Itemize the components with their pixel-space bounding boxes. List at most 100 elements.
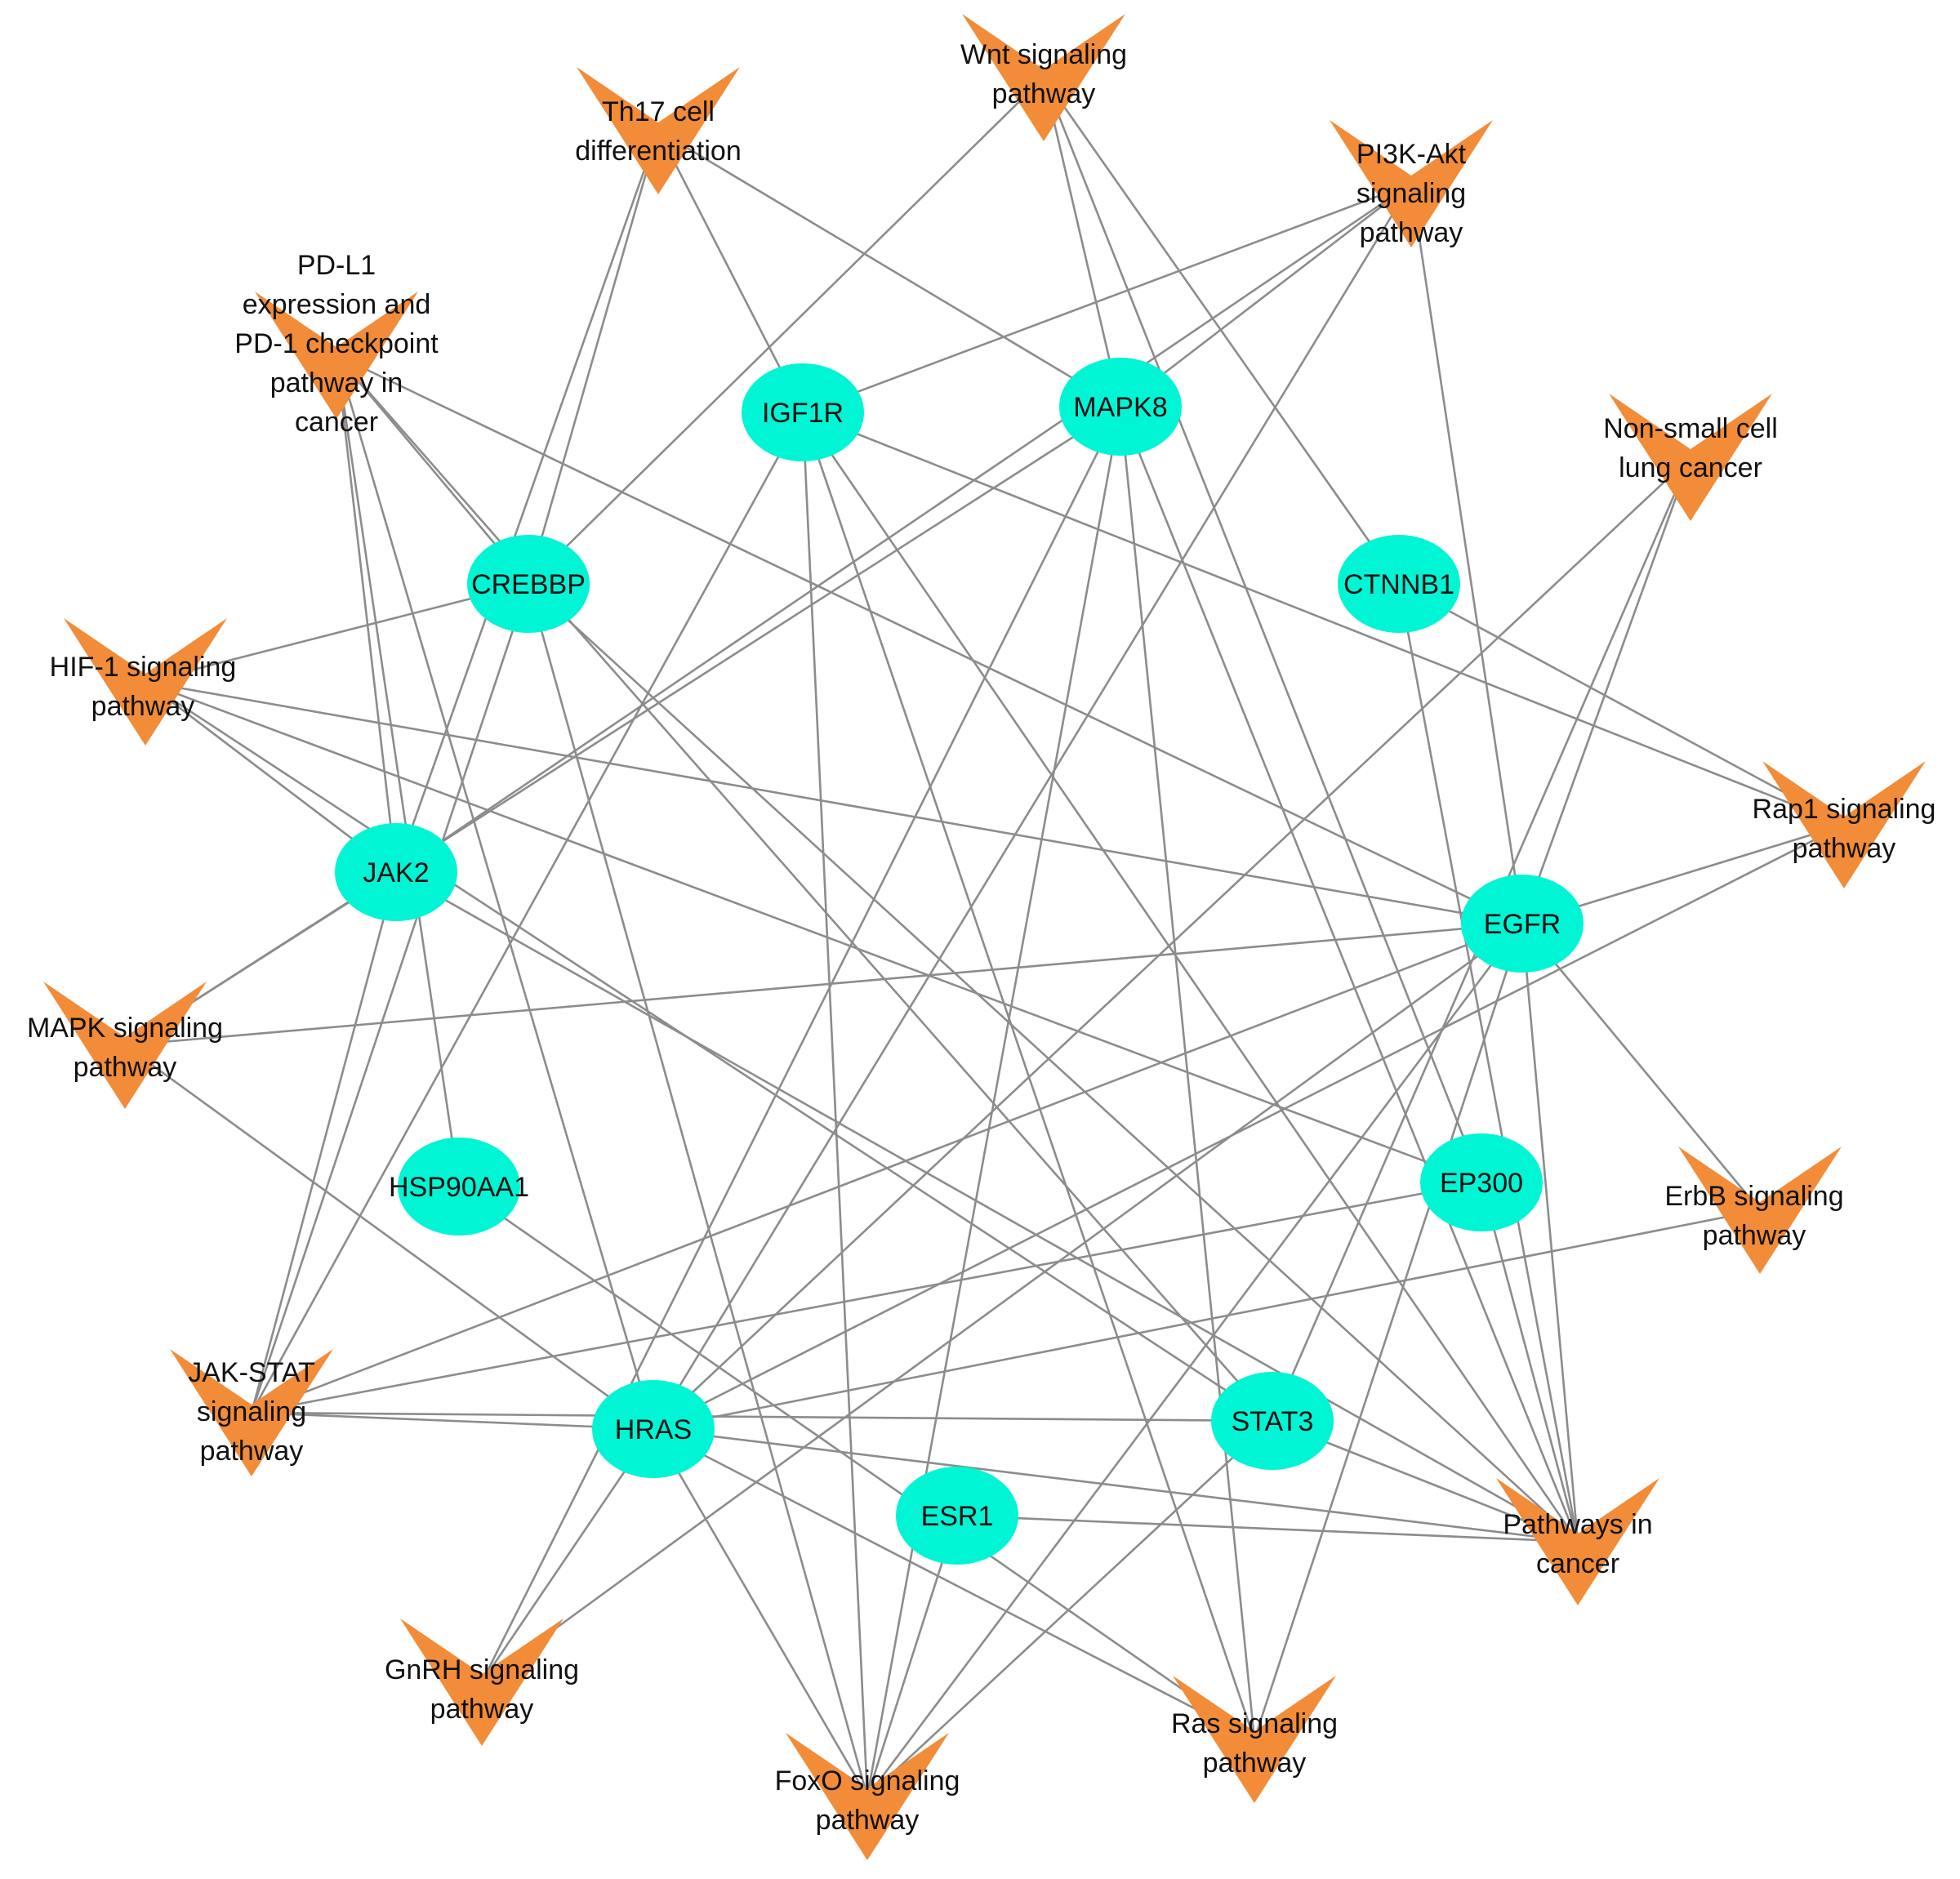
pathway-chevron-icon [43,982,207,1109]
edge-igf1r-pi3k [802,182,1412,414]
edge-ctnnb1-rap1 [1398,582,1845,826]
edge-ep300-hif1 [145,680,1482,1184]
gene-label: EP300 [1440,1168,1523,1199]
gene-ellipse [1338,535,1460,633]
edge-egfr-pi3k [1410,183,1524,924]
pathway-label: Pathways in [1503,1509,1652,1540]
gene-ellipse [742,363,864,461]
pathway-label: pathway [992,78,1096,109]
edge-jak2-cancer [395,870,1579,1543]
edge-crebbp-th17 [527,130,660,585]
nodes-layer: Wnt signaling pathway Th17 celldifferentia… [27,14,1936,1860]
edge-egfr-mapk [124,922,1523,1047]
gene-node-ep300[interactable]: EP300 [1420,1133,1543,1231]
gene-label: CTNNB1 [1343,569,1454,600]
gene-node-crebbp[interactable]: CREBBP [467,535,590,633]
pathway-label: PD-1 checkpoint [234,328,439,359]
edge-egfr-pdl1 [336,354,1523,925]
gene-node-hras[interactable]: HRAS [592,1380,715,1478]
gene-ellipse [467,535,590,633]
edge-mapk8-th17 [657,129,1121,408]
gene-label: IGF1R [762,398,844,429]
edge-mapk8-pi3k [1120,182,1412,408]
pathway-label: ErbB signaling [1664,1181,1843,1212]
edge-jak2-th17 [394,130,660,873]
gene-node-ctnnb1[interactable]: CTNNB1 [1338,535,1460,633]
pathway-label: JAK-STAT [188,1357,315,1388]
gene-node-esr1[interactable]: ESR1 [896,1467,1018,1565]
edge-igf1r-rap1 [802,411,1845,826]
gene-label: CREBBP [471,569,586,600]
edge-hras-cancer [653,1427,1579,1543]
pathway-chevron-icon [64,618,227,746]
pathway-label: PD-L1 [297,250,376,281]
edge-hras-erbb [653,1209,1761,1431]
gene-node-mapk8[interactable]: MAPK8 [1059,358,1182,456]
pathway-chevron-icon [1762,761,1926,888]
edge-hras-foxo [652,1428,869,1797]
edge-stat3-jakstat [251,1411,1273,1423]
pathway-chevron-icon [170,1349,333,1476]
gene-node-egfr[interactable]: EGFR [1461,875,1584,973]
gene-label: STAT3 [1232,1406,1314,1437]
gene-label: MAPK8 [1073,392,1167,423]
edge-igf1r-foxo [801,412,869,1797]
gene-ellipse [398,1138,520,1236]
edge-hsp90aa1-ras [458,1185,1255,1741]
pathway-label: Ras signaling [1171,1708,1338,1739]
gene-ellipse [1059,358,1182,456]
edge-jak2-pdl1 [335,354,398,873]
edge-egfr-erbb [1521,923,1762,1211]
gene-node-igf1r[interactable]: IGF1R [742,363,864,461]
pathway-label: pathway [1360,217,1463,248]
pathway-label: pathway [74,1052,177,1083]
gene-ellipse [335,823,457,921]
gene-node-hsp90aa1[interactable]: HSP90AA1 [389,1138,529,1236]
pathway-label: HIF-1 signaling [50,652,237,683]
gene-ellipse [896,1467,1018,1565]
pathway-chevron-icon [1678,1147,1842,1274]
pathway-chevron-icon [1173,1676,1336,1803]
edge-crebbp-wnt [528,77,1045,585]
pathway-label: Wnt signaling [960,39,1127,70]
edge-egfr-gnrh [481,922,1523,1684]
gene-label: ESR1 [921,1501,994,1532]
edge-mapk8-wnt [1042,77,1122,407]
pathway-node-wnt[interactable]: Wnt signaling pathway [960,14,1127,141]
edge-crebbp-jakstat [250,583,530,1414]
pathway-label: pathway [1203,1748,1307,1779]
pathway-label: Th17 cell [602,96,715,127]
edge-mapk8-gnrh [480,406,1122,1683]
pathway-label: GnRH signaling [385,1654,579,1685]
edge-mapk8-foxo [866,406,1122,1797]
gene-node-stat3[interactable]: STAT3 [1211,1372,1334,1470]
gene-ellipse [592,1380,715,1478]
pathway-chevron-icon [1330,120,1493,247]
pathway-label: lung cancer [1619,452,1762,483]
pathway-chevron-icon [786,1733,949,1860]
gene-label: EGFR [1484,909,1561,940]
edge-egfr-foxo [866,923,1524,1797]
edge-hras-ras [653,1427,1255,1741]
pathway-chevron-icon [400,1619,564,1746]
gene-node-jak2[interactable]: JAK2 [335,823,457,921]
edge-hras-rap1 [653,823,1845,1431]
edge-stat3-pdl1 [336,354,1273,1422]
edge-hras-pdl1 [335,354,655,1430]
edge-hras-pi3k [652,183,1413,1430]
gene-ellipse [1461,875,1584,973]
pathway-node-ras[interactable]: Ras signaling pathway [1171,1676,1338,1803]
